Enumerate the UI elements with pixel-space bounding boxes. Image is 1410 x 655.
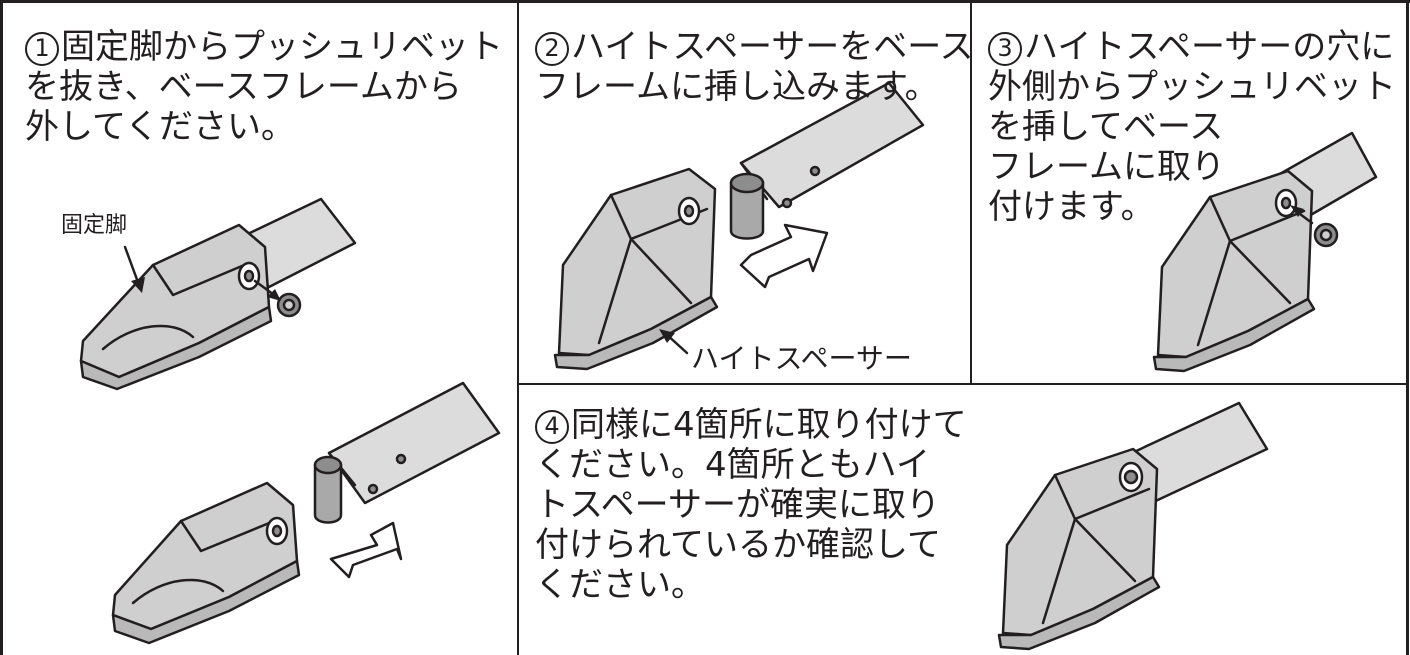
removal-arrow-icon <box>329 521 403 579</box>
push-rivet-icon <box>1123 469 1139 485</box>
frame-top-border <box>0 0 1410 3</box>
step-2-illustration <box>553 81 925 371</box>
frame-divider-row <box>517 383 1409 385</box>
step-3-illustration <box>1152 131 1378 373</box>
frame-right-border <box>1406 0 1409 655</box>
step-4-illustration <box>997 401 1269 651</box>
insert-arrow-icon <box>739 223 829 289</box>
base-frame-bar-icon <box>739 81 925 209</box>
step-number-badge: 3 <box>988 32 1022 66</box>
frame-divider-col1 <box>517 0 519 655</box>
step-2-text: ハイトスペーサーをベース フレームに挿し込みます。 <box>535 27 970 107</box>
step-4-text: 同様に4箇所に取り付けて ください。4箇所ともハイ トスペーサーが確実に取り 付… <box>535 405 967 605</box>
step-1-illustration <box>79 197 501 645</box>
step-number-badge: 2 <box>535 32 569 66</box>
frame-left-border <box>0 0 3 655</box>
step-number-badge: 4 <box>535 410 569 444</box>
height-spacer-label: ハイトスペーサー <box>691 342 912 375</box>
height-spacer-icon <box>729 181 765 240</box>
step-1-text: 固定脚からプッシュリベット を抜き、ベースフレームから 外してください。 <box>25 27 503 147</box>
frame-divider-col2 <box>970 0 972 384</box>
step-3-text: ハイトスペーサーの穴に 外側からプッシュリベット を挿してベース フレームに取り… <box>988 27 1396 227</box>
height-spacer-icon <box>313 463 343 524</box>
fixed-foot-icon <box>557 167 717 357</box>
fixed-foot-label: 固定脚 <box>61 213 128 238</box>
step-number-badge: 1 <box>25 32 59 66</box>
base-frame-bar-icon <box>327 381 501 505</box>
